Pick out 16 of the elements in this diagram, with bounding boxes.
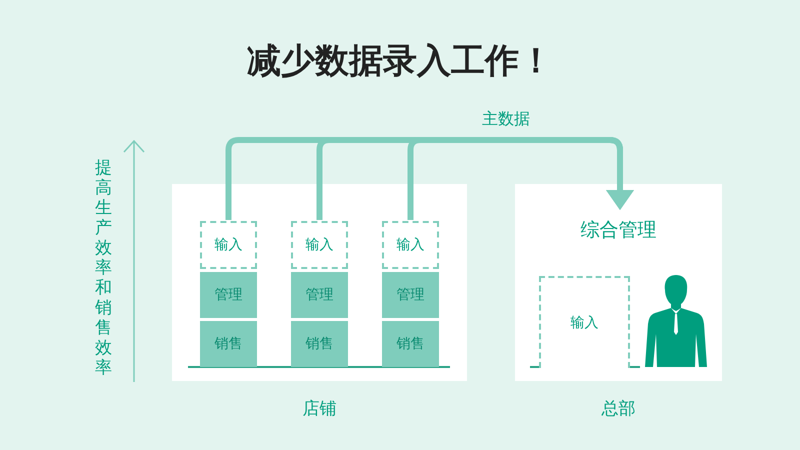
input-box: 输入 — [200, 221, 257, 269]
process-box: 销售 — [291, 321, 348, 367]
process-box: 管理 — [382, 272, 439, 318]
panel-label: 店铺 — [302, 398, 338, 420]
panel-label: 总部 — [600, 398, 636, 420]
person-silhouette — [645, 274, 707, 368]
input-box: 输入 — [539, 276, 630, 368]
process-box: 管理 — [200, 272, 257, 318]
axis-label: 提高生产效率和销售效率 — [95, 158, 113, 378]
process-box: 销售 — [382, 321, 439, 367]
title: 减少数据录入工作！ — [246, 40, 554, 83]
input-box: 输入 — [291, 221, 348, 269]
panel-heading: 综合管理 — [580, 218, 658, 243]
input-box: 输入 — [382, 221, 439, 269]
process-box: 管理 — [291, 272, 348, 318]
process-box: 销售 — [200, 321, 257, 367]
